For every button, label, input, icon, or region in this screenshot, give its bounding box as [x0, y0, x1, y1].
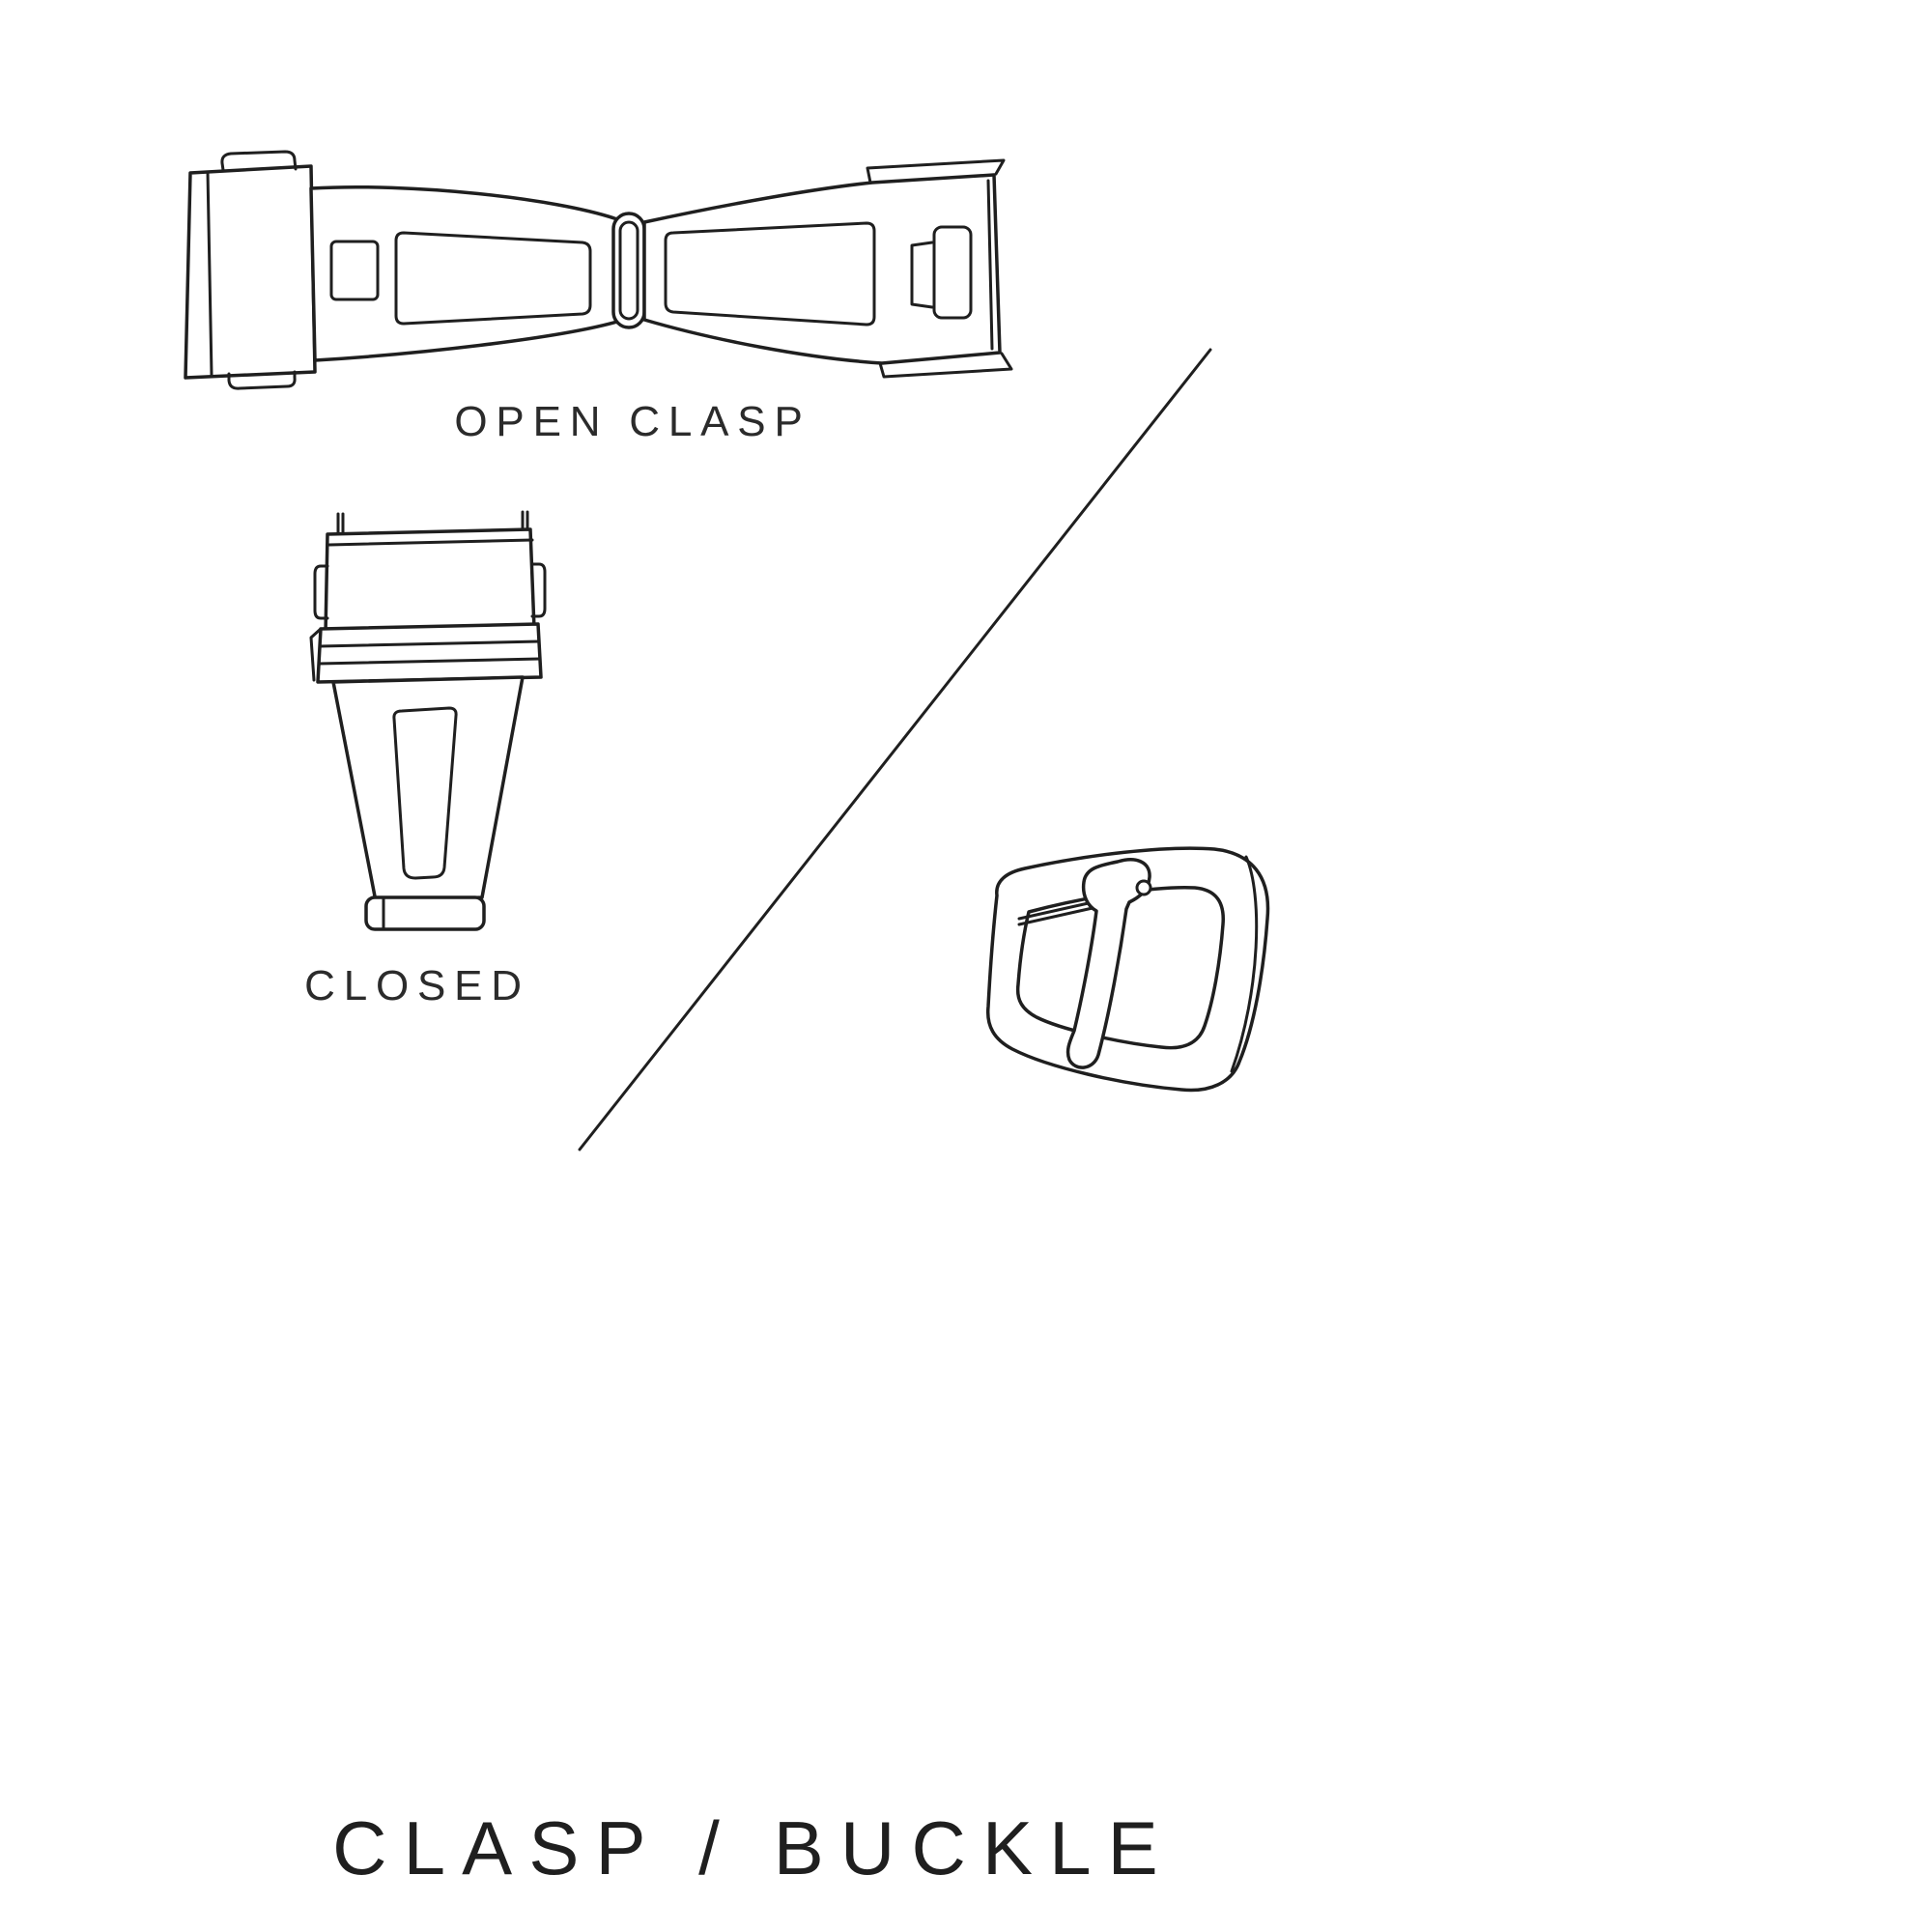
clasp-end-link	[184, 150, 317, 390]
open-clasp-label: OPEN CLASP	[454, 398, 811, 445]
left-arm-outline	[309, 185, 619, 362]
closed-clasp-label: CLOSED	[304, 962, 530, 1009]
clasp-hinge	[611, 212, 646, 329]
right-arm-bottom-step	[878, 352, 1013, 379]
left-side-bump	[313, 564, 329, 620]
buckle-axle	[1017, 900, 1094, 926]
right-arm-cutout	[932, 225, 973, 320]
tang-buckle-illustration	[985, 846, 1270, 1093]
open-clasp-illustration	[184, 150, 1013, 390]
body-slot	[392, 706, 458, 880]
buckle-prong	[1065, 858, 1152, 1069]
closed-clasp-body	[331, 675, 525, 903]
end-link-top-tab	[220, 150, 298, 172]
closed-clasp-top-block	[313, 527, 547, 636]
buckle-right-band-curve	[1230, 855, 1259, 1073]
left-arm-catch	[329, 240, 380, 301]
closed-clasp-illustration	[309, 510, 547, 931]
right-side-bump	[530, 562, 547, 618]
end-link-body	[184, 164, 317, 380]
end-link-bottom-tab	[227, 370, 297, 390]
right-arm-top-step	[866, 158, 1006, 185]
right-arm-outline	[642, 173, 1002, 365]
clasp-right-arm	[642, 158, 1013, 379]
body-outline	[331, 675, 525, 903]
clasp-left-arm	[309, 185, 619, 362]
closed-clasp-cap	[364, 895, 486, 931]
closed-clasp-band	[309, 622, 543, 684]
right-arm-bracket	[910, 241, 934, 309]
page-title: CLASP / BUCKLE	[332, 1805, 1175, 1890]
left-arm-inner-outline	[394, 231, 592, 326]
buckle-inner-opening	[1015, 886, 1225, 1050]
right-arm-inner-outline	[664, 221, 876, 327]
prong-coil	[1135, 879, 1152, 896]
